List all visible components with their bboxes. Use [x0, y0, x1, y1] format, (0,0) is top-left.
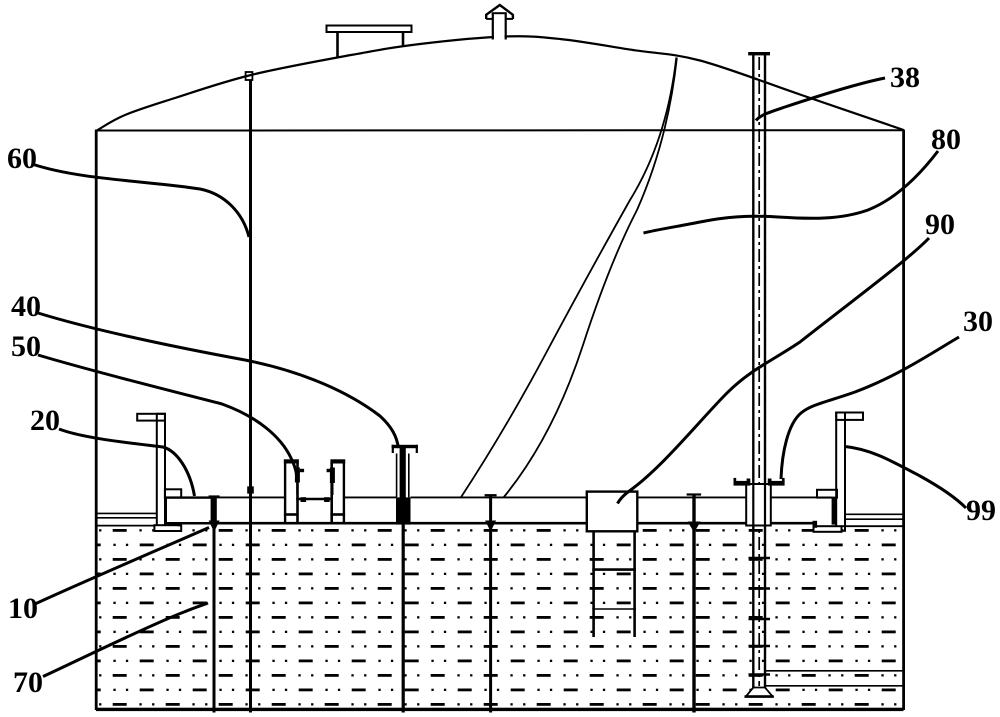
svg-text:99: 99 — [966, 494, 996, 527]
svg-text:90: 90 — [925, 208, 955, 241]
svg-text:60: 60 — [7, 142, 37, 175]
svg-text:20: 20 — [30, 404, 60, 437]
svg-text:80: 80 — [931, 123, 961, 156]
svg-text:40: 40 — [11, 290, 41, 323]
svg-text:10: 10 — [8, 592, 38, 625]
svg-text:38: 38 — [890, 61, 920, 94]
svg-text:30: 30 — [963, 305, 993, 338]
svg-text:50: 50 — [11, 330, 41, 363]
svg-text:70: 70 — [13, 666, 43, 699]
